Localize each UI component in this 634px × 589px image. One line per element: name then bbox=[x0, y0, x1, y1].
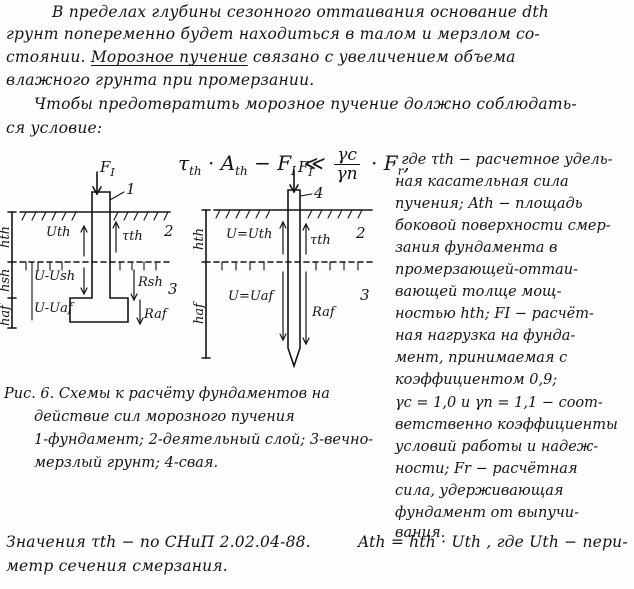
definition-line-2: ная касательная сила bbox=[395, 174, 569, 190]
fraction-denominator: γn bbox=[336, 164, 358, 184]
definition-line-1: , где τth − расчетное удель- bbox=[392, 152, 613, 168]
left-tauth-label: τth bbox=[122, 229, 143, 244]
definition-line-12: γc = 1,0 и γn = 1,1 − соот- bbox=[395, 395, 603, 411]
coefficient-fraction: γc γn bbox=[334, 146, 361, 183]
footer-line-1b: Ath = hth · Uth , где Uth − пери- bbox=[358, 533, 628, 551]
left-u-ush-label: U-Ush bbox=[34, 269, 75, 284]
resist-force-symbol: F bbox=[383, 151, 398, 175]
footer-line-1a: Значения τth − по СНиП 2.02.04-88. bbox=[6, 533, 311, 551]
left-uth-label: Uth bbox=[46, 225, 71, 240]
right-hth-label: hth bbox=[192, 228, 207, 250]
right-u-uaf-label: U=Uaf bbox=[228, 289, 276, 304]
paragraph-line-2: грунт попеременно будет находиться в тал… bbox=[6, 25, 540, 43]
paragraph-line-4: влажного грунта при промерзании. bbox=[6, 71, 315, 89]
definition-line-8: ностью hth; FI − расчёт- bbox=[395, 306, 594, 322]
paragraph-line-3: стоянии. Морозное пучение связано с увел… bbox=[6, 47, 516, 67]
left-hsh-label: hsh bbox=[0, 269, 13, 292]
right-label-2: 2 bbox=[355, 224, 366, 242]
right-label-4: 4 bbox=[313, 184, 324, 202]
caption-line-4: мерзлый грунт; 4-свая. bbox=[34, 455, 219, 471]
left-raf-label: Raf bbox=[143, 307, 169, 322]
left-label-2: 2 bbox=[163, 222, 174, 240]
left-haf-label: haf bbox=[0, 303, 13, 326]
area-subscript: th bbox=[235, 164, 248, 178]
definition-line-18: вания. bbox=[395, 525, 446, 541]
right-label-3: 3 bbox=[360, 286, 370, 304]
definition-line-16: сила, удерживающая bbox=[395, 483, 564, 499]
heave-condition-formula: τth · Ath − FI ≪ γc γn · Fr, bbox=[178, 146, 410, 183]
paragraph-line-1: В пределах глубины сезонного оттаивания … bbox=[52, 3, 549, 21]
right-raf-label: Raf bbox=[311, 305, 337, 320]
right-tauth-label: τth bbox=[310, 233, 331, 248]
fraction-numerator: γc bbox=[334, 146, 360, 165]
tau-symbol: τ bbox=[178, 151, 190, 175]
definition-line-6: промерзающей-оттаи- bbox=[395, 262, 578, 278]
definition-line-13: ветственно коэффициенты bbox=[395, 417, 618, 433]
definition-line-5: зания фундамента в bbox=[395, 240, 558, 256]
paragraph-line-3-rest: связано с увеличением объема bbox=[252, 48, 516, 66]
left-foundation-diagram bbox=[7, 171, 171, 329]
less-equal-operator: ≪ bbox=[302, 151, 324, 175]
left-hth-label: hth bbox=[0, 226, 13, 248]
left-rsh-label: Rsh bbox=[137, 275, 163, 290]
definition-line-15: ности; Fr − расчётная bbox=[395, 461, 578, 477]
definition-line-10: мент, принимаемая с bbox=[395, 350, 568, 366]
definition-line-7: вающей толще мощ- bbox=[395, 284, 562, 300]
right-haf-label: haf bbox=[192, 301, 207, 324]
caption-line-3: 1-фундамент; 2-деятельный слой; 3-вечно- bbox=[34, 432, 374, 448]
left-load-label: FI bbox=[99, 158, 115, 179]
footer-line-2: метр сечения смерзания. bbox=[6, 557, 228, 575]
definition-line-11: коэффициентом 0,9; bbox=[395, 372, 558, 388]
paragraph-line-6: ся условие: bbox=[6, 119, 103, 137]
left-u-uaf-label: U-Uaf bbox=[34, 301, 75, 316]
right-u-uth-label: U=Uth bbox=[226, 227, 272, 242]
minus-operator: − bbox=[254, 151, 271, 175]
dot-operator-2: · bbox=[370, 151, 378, 175]
definition-line-14: условий работы и надеж- bbox=[395, 439, 599, 455]
definition-line-4: боковой поверхности смер- bbox=[395, 218, 611, 234]
right-pile-diagram bbox=[201, 169, 373, 369]
caption-line-1: Рис. 6. Схемы к расчёту фундаментов на bbox=[4, 386, 330, 402]
load-symbol: F bbox=[277, 151, 292, 175]
left-label-1: 1 bbox=[126, 180, 136, 198]
definition-line-9: ная нагрузка на фунда- bbox=[395, 328, 576, 344]
caption-line-2: действие сил морозного пучения bbox=[34, 409, 295, 425]
paragraph-line-5: Чтобы предотвратить морозное пучение дол… bbox=[34, 95, 577, 113]
tau-subscript: th bbox=[189, 164, 202, 178]
term-frost-heave: Морозное пучение bbox=[90, 48, 248, 66]
left-label-3: 3 bbox=[168, 280, 178, 298]
dot-operator: · bbox=[208, 151, 215, 175]
definition-line-17: фундамент от выпучи- bbox=[395, 505, 580, 521]
area-symbol: A bbox=[220, 151, 236, 175]
definition-line-3: пучения; Ath − площадь bbox=[395, 196, 583, 212]
right-load-label: FI bbox=[297, 158, 313, 179]
paragraph-line-3-start: стоянии. bbox=[6, 48, 86, 66]
formula-comma: , bbox=[403, 151, 410, 175]
resist-force-subscript: r bbox=[397, 164, 404, 178]
